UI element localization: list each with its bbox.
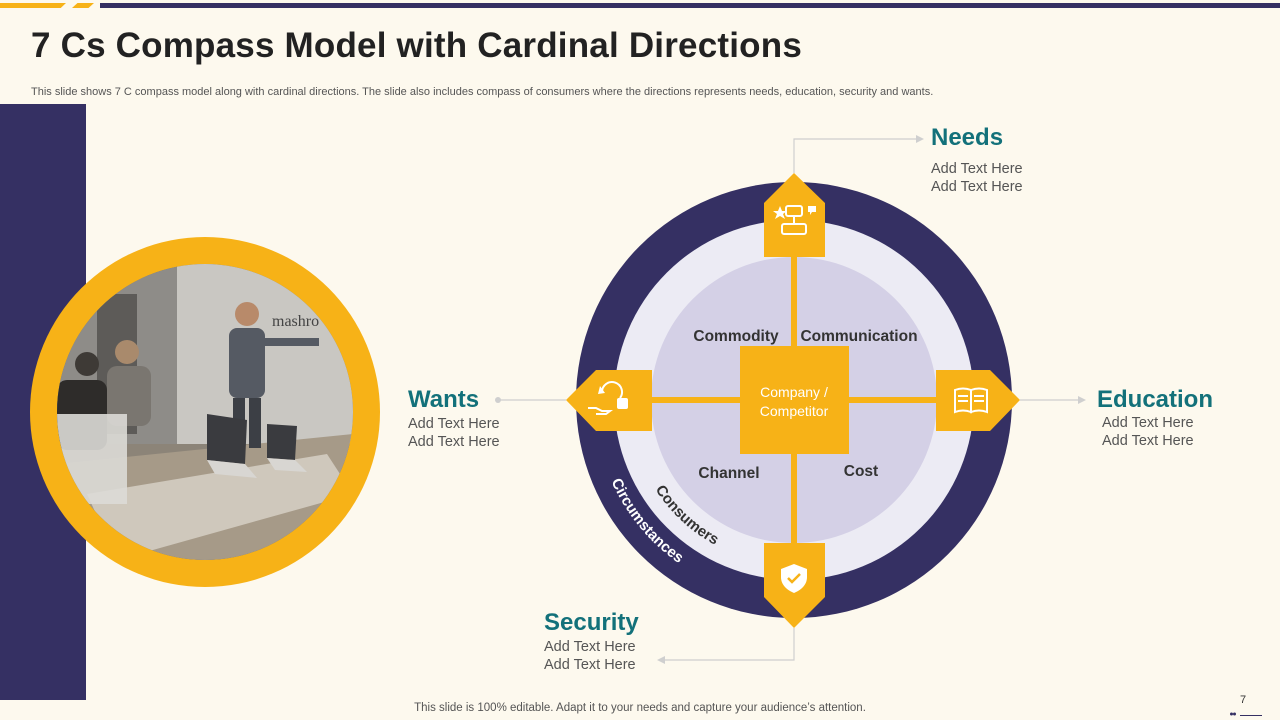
hand-refresh-icon — [588, 381, 628, 415]
security-text-2: Add Text Here — [544, 657, 636, 673]
top-accent-bar-gold — [0, 3, 66, 8]
wants-text-1: Add Text Here — [408, 416, 500, 432]
education-title: Education — [1097, 386, 1214, 413]
wants-pointer — [566, 370, 652, 431]
svg-text:mashro: mashro — [272, 313, 319, 330]
page-number: 7 — [1240, 694, 1247, 706]
education-text-2: Add Text Here — [1102, 433, 1194, 449]
education-text-1: Add Text Here — [1102, 415, 1194, 431]
security-text-1: Add Text Here — [544, 639, 636, 655]
meeting-photo-illustration: mashro — [57, 264, 353, 560]
slide-subtitle: This slide shows 7 C compass model along… — [31, 86, 934, 98]
wants-text-2: Add Text Here — [408, 434, 500, 450]
needs-text-1: Add Text Here — [931, 161, 1023, 177]
book-icon — [954, 387, 988, 414]
idea-board-icon — [773, 205, 816, 235]
slide-footer: This slide is 100% editable. Adapt it to… — [414, 702, 866, 714]
compass-diagram: Company / Competitor Commodity Communica… — [566, 173, 1020, 628]
center-box — [740, 346, 849, 454]
needs-title: Needs — [931, 124, 1004, 151]
top-accent-bar-navy — [100, 3, 1280, 8]
needs-text-2: Add Text Here — [931, 179, 1023, 195]
page-dots-icon — [1230, 712, 1236, 716]
slide-title: 7 Cs Compass Model with Cardinal Directi… — [31, 26, 802, 65]
quadrant-channel: Channel — [698, 465, 759, 482]
center-label-line1: Company / — [760, 384, 828, 400]
shield-check-icon — [781, 564, 807, 593]
top-accent-bar-gold-small — [72, 3, 94, 8]
wants-title: Wants — [408, 386, 480, 413]
security-title: Security — [544, 609, 639, 636]
quadrant-commodity: Commodity — [693, 328, 779, 345]
meeting-photo: mashro — [57, 264, 353, 560]
center-label-line2: Competitor — [760, 403, 829, 419]
page-underline — [1240, 715, 1262, 716]
quadrant-cost: Cost — [844, 463, 878, 480]
quadrant-communication: Communication — [800, 328, 917, 345]
